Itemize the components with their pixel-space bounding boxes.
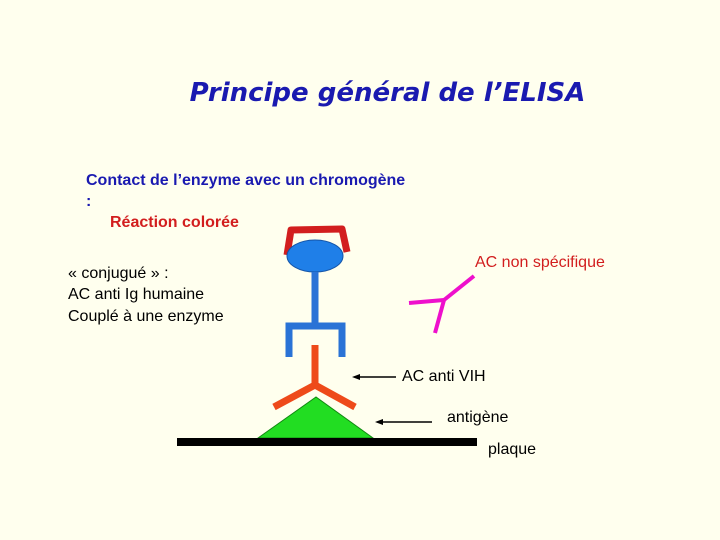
plate-bar bbox=[177, 438, 477, 446]
nonspecific-antibody-stem bbox=[444, 276, 474, 300]
anti-hiv-pointer-arrowhead bbox=[352, 374, 360, 380]
antigen-pointer-arrowhead bbox=[375, 419, 383, 425]
enzyme-ellipse bbox=[287, 240, 343, 272]
nonspecific-antibody-arm-a bbox=[409, 300, 444, 303]
nonspecific-antibody-arm-b bbox=[435, 300, 444, 333]
